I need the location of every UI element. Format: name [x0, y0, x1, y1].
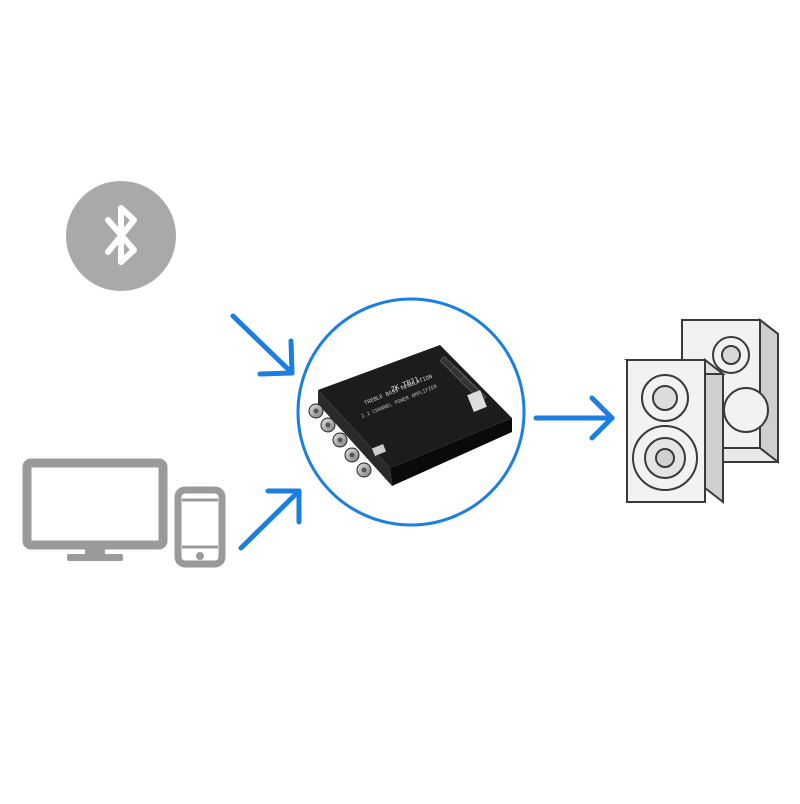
arrow-amplifier-to-speakers — [533, 395, 615, 441]
smartphone-icon — [174, 486, 226, 568]
monitor-icon — [22, 458, 168, 561]
bluetooth-icon — [66, 181, 176, 291]
arrow-bluetooth-to-amplifier — [230, 313, 295, 377]
arrow-devices-to-amplifier — [238, 488, 302, 551]
amplifier-board-illustration: ZK-TB21 TREBLE BASS REGULATION 2.1 CHANN… — [296, 297, 526, 527]
speaker-pair-icon — [624, 317, 779, 505]
